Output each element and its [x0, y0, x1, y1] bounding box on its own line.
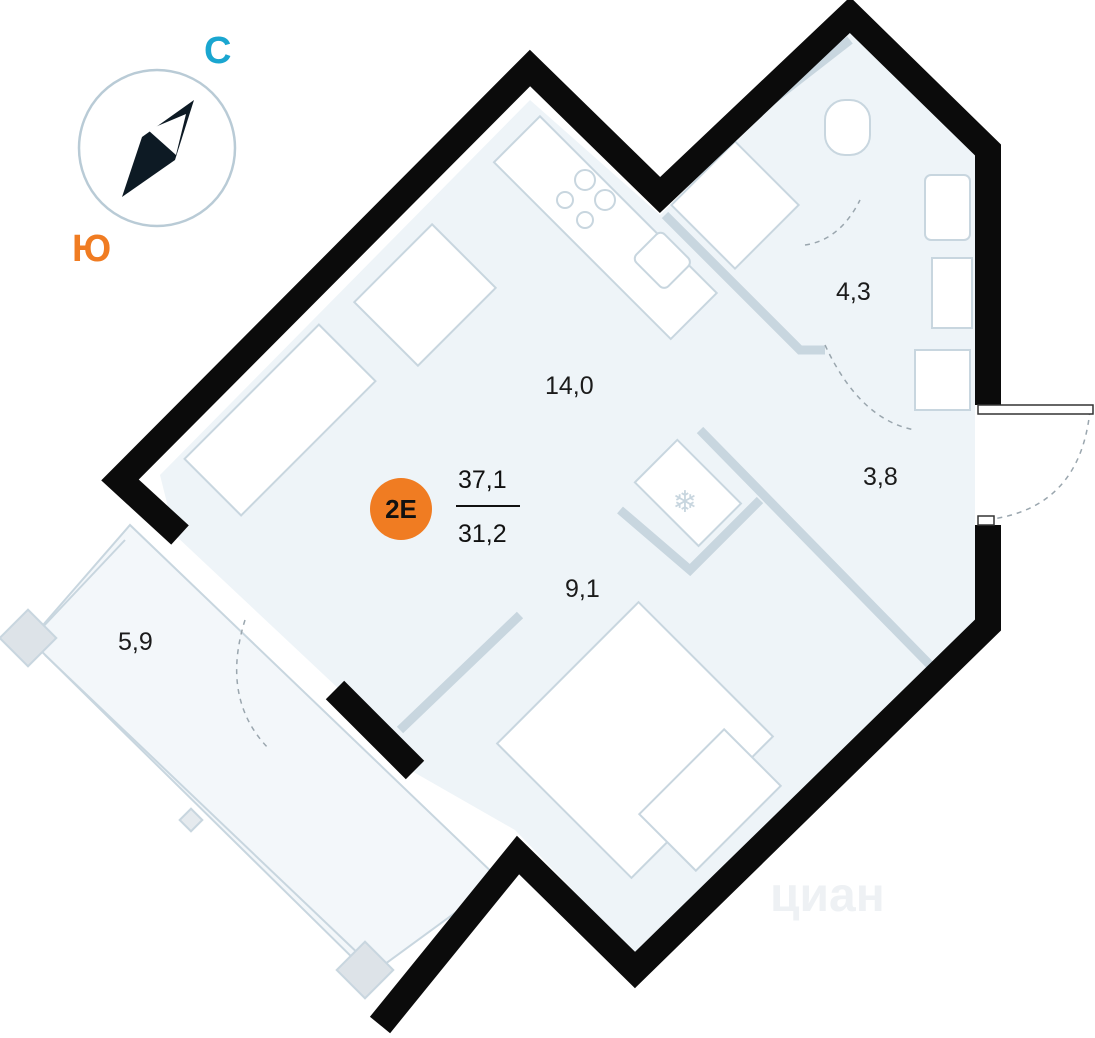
bathroom-sink-icon [924, 174, 971, 241]
dining-table [352, 222, 498, 368]
apartment-type-badge: 2E [370, 478, 432, 540]
balcony-post [178, 807, 204, 833]
door-frame [977, 515, 995, 526]
bedroom-desk [637, 727, 783, 873]
room-area-kitchen: 14,0 [545, 372, 594, 400]
compass-needle-icon [122, 100, 194, 197]
room-area-bedroom: 9,1 [565, 575, 600, 603]
entrance-door[interactable] [977, 404, 1094, 415]
kitchen-sink-icon [633, 231, 691, 289]
total-area: 37,1 [458, 466, 507, 494]
snowflake-icon: ❄ [672, 486, 697, 519]
room-area-bathroom: 4,3 [836, 278, 871, 306]
hall-cabinet [914, 349, 971, 411]
stove-icon [574, 169, 596, 191]
balcony-post [335, 940, 395, 1000]
wardrobe [633, 438, 743, 548]
balcony-post [0, 608, 58, 668]
room-area-hallway: 3,8 [863, 463, 898, 491]
room-area-balcony: 5,9 [118, 628, 153, 656]
balcony [0, 523, 502, 1000]
fixtures: ❄ [183, 99, 973, 880]
watermark: циан [770, 869, 885, 922]
door-swings [235, 199, 1091, 751]
sofa [183, 323, 377, 517]
compass [77, 68, 237, 228]
living-area: 31,2 [458, 520, 507, 548]
north-label: С [204, 30, 232, 72]
walls [101, 0, 1001, 1034]
shower [669, 139, 801, 271]
south-label: Ю [72, 228, 112, 270]
floor [160, 30, 975, 955]
toilet-icon [824, 99, 871, 156]
area-divider [456, 505, 520, 507]
washing-machine-icon [931, 257, 973, 329]
